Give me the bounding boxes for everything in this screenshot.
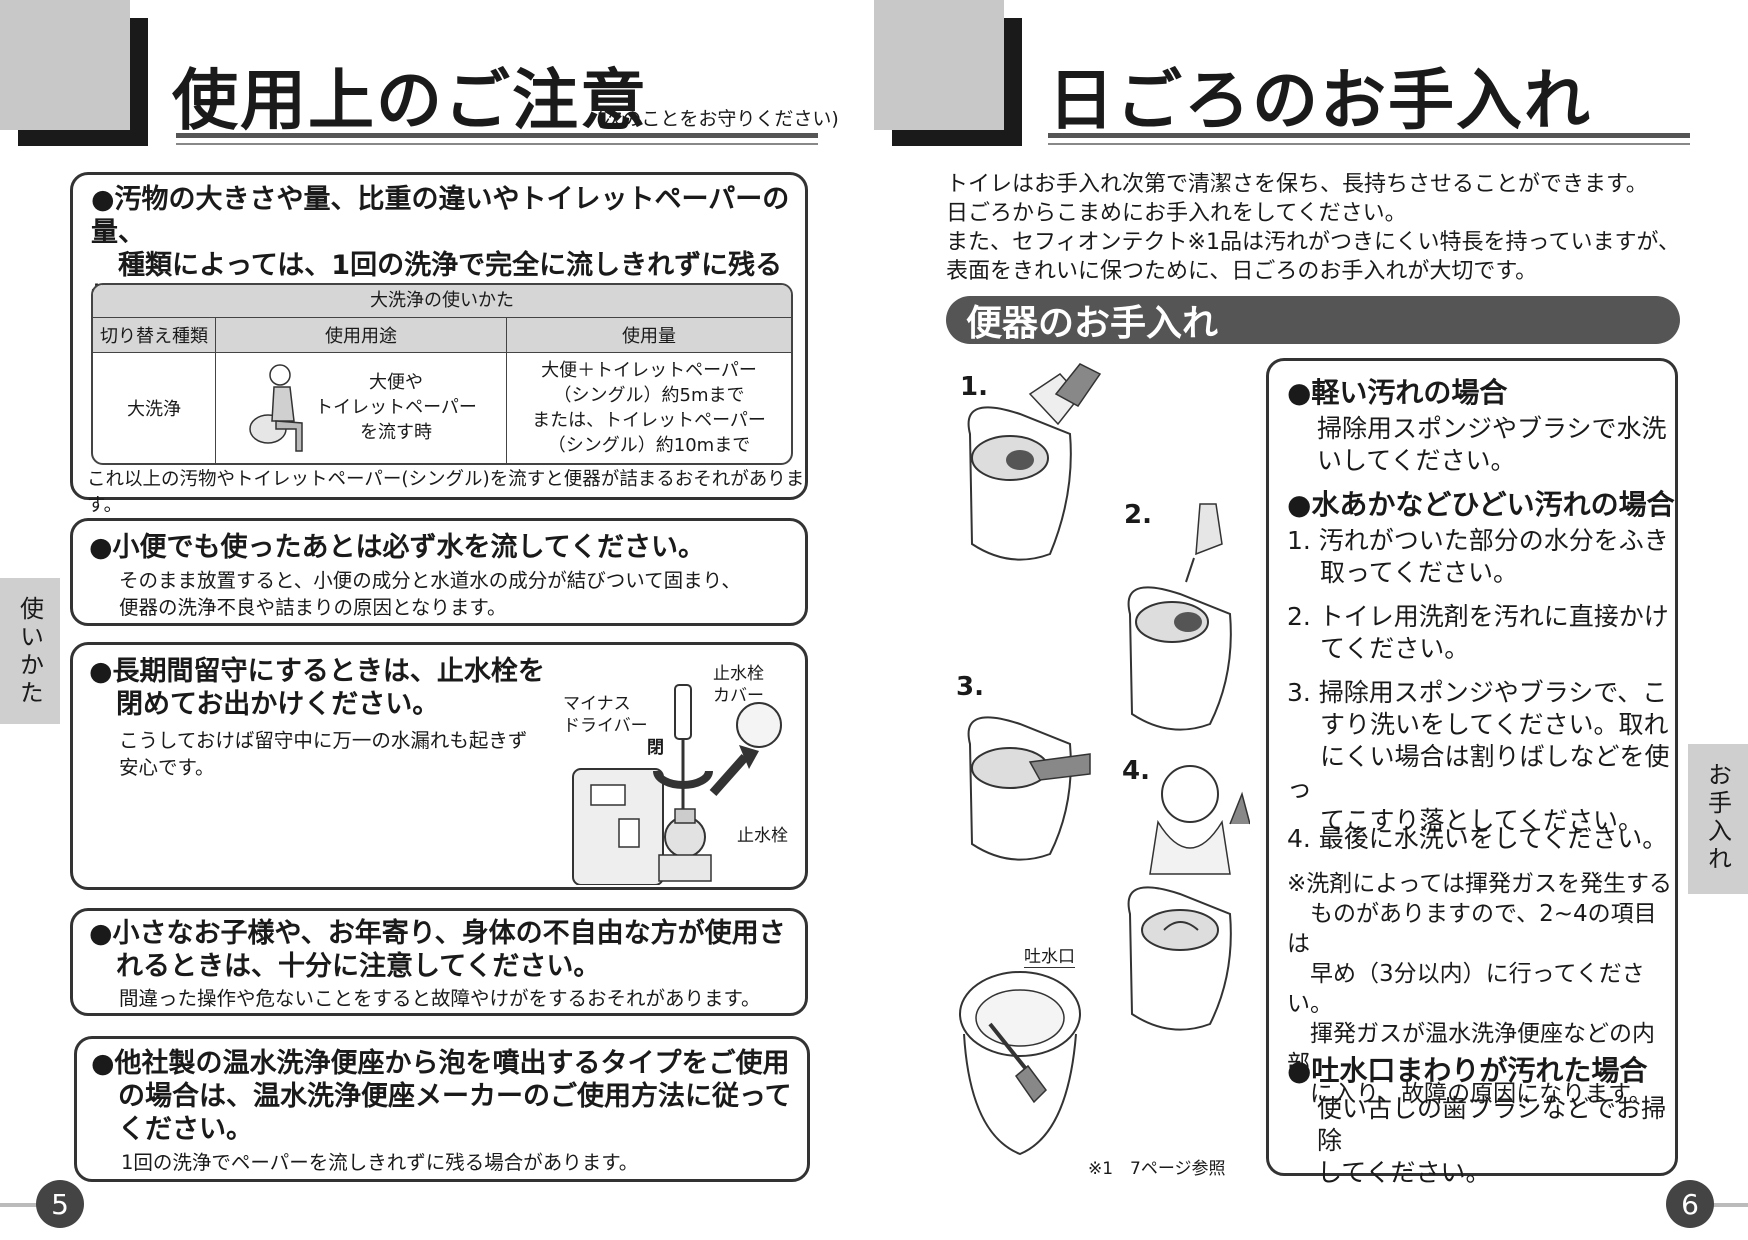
title-rule-left-thin xyxy=(176,143,818,145)
valve-illustration xyxy=(572,684,782,885)
caution-note: ※洗剤によっては揮発ガスを発生する ものがありますので、2~4の項目は 早め（3… xyxy=(1287,871,1672,1107)
step-label-3: 3. xyxy=(956,672,984,702)
caution-box-2: ●小便でも使ったあとは必ず水を流してください。 そのまま放置すると、小便の成分と… xyxy=(70,518,808,626)
page-subtitle-left: (次のことをお守りください) xyxy=(596,108,839,130)
title-rule-right xyxy=(1048,133,1690,138)
cleaning-instructions-box: ●軽い汚れの場合 掃除用スポンジやブラシで水洗 いしてください。 ●水あかなどひ… xyxy=(1266,358,1678,1187)
caution-1-note: これ以上の汚物やトイレットペーパー(シングル)を流すと便器が詰まるおそれがありま… xyxy=(87,469,805,516)
page-line-left xyxy=(0,1203,60,1207)
caution-4-body: 間違った操作や危ないことをすると故障やけがをするおそれがあります。 xyxy=(119,987,761,1010)
heavy-dirt-step-2: 2. トイレ用洗剤を汚れに直接かけ てください。 xyxy=(1287,602,1669,663)
side-tab-right: お手入れ xyxy=(1688,744,1748,894)
footnote: ※1 7ページ参照 xyxy=(1088,1159,1226,1179)
side-tab-right-label: お手入れ xyxy=(1703,762,1732,874)
nozzle-label: 吐水口 xyxy=(1024,942,1075,968)
usage-table: 切り替え種類 使用用途 使用量 大洗浄 大便や トイレットペーパー を流す時 大… xyxy=(93,318,791,463)
left-corner-bar-v xyxy=(130,18,148,146)
step-label-2: 2. xyxy=(1124,500,1152,530)
seated-person-illustration xyxy=(249,364,303,452)
page-number-left: 5 xyxy=(36,1180,84,1228)
usage-col-amount: 使用量 xyxy=(506,318,791,353)
caution-5-heading: ●他社製の温水洗浄便座から泡を噴出するタイプをご使用 の場合は、温水洗浄便座メー… xyxy=(91,1048,792,1145)
caution-box-3: ●長期間留守にするときは、止水栓を 閉めてお出かけください。 こうしておけば留守… xyxy=(70,642,808,890)
label-valve-cover: 止水栓 カバー xyxy=(713,664,764,706)
page-title-left: 使用上のご注意 xyxy=(172,62,648,139)
caution-box-4: ●小さなお子様や、お年寄り、身体の不自由な方が使用さ れるときは、十分に注意して… xyxy=(70,908,808,1016)
page-number-right: 6 xyxy=(1666,1180,1714,1228)
usage-table-caption: 大洗浄の使いかた xyxy=(93,285,791,318)
page-line-right xyxy=(1688,1203,1748,1207)
nozzle-dirt-heading: ●吐水口まわりが汚れた場合 xyxy=(1287,1054,1648,1087)
side-tab-left: 使いかた xyxy=(0,578,60,724)
label-valve: 止水栓 xyxy=(737,826,788,846)
step-label-4: 4. xyxy=(1122,756,1150,786)
caution-4-heading: ●小さなお子様や、お年寄り、身体の不自由な方が使用さ れるときは、十分に注意して… xyxy=(89,918,786,982)
usage-col-usage: 使用用途 xyxy=(215,318,507,353)
caution-3-body: こうしておけば留守中に万一の水漏れも起きず 安心です。 xyxy=(119,729,528,779)
right-corner-bar-h xyxy=(892,130,1022,146)
right-corner-grey xyxy=(874,0,1004,130)
side-tab-left-label: 使いかた xyxy=(15,596,44,708)
usage-cell-usage-text: 大便や トイレットペーパー を流す時 xyxy=(315,372,477,444)
caution-2-heading: ●小便でも使ったあとは必ず水を流してください。 xyxy=(89,532,705,563)
intro-text: トイレはお手入れ次第で清潔さを保ち、長持ちさせることができます。 日ごろからこま… xyxy=(946,172,1681,284)
step-label-1: 1. xyxy=(960,372,988,402)
heavy-dirt-step-3: 3. 掃除用スポンジやブラシで、こ すり洗いをしてください。取れ にくい場合は割… xyxy=(1287,678,1670,835)
caution-3-heading: ●長期間留守にするときは、止水栓を 閉めてお出かけください。 xyxy=(89,656,545,720)
caution-box-1: ●汚物の大きさや量、比重の違いやトイレットペーパーの量、 種類によっては、1回の… xyxy=(70,172,808,516)
usage-cell-amount: 大便＋トイレットペーパー （シングル）約5mまで または、トイレットペーパー （… xyxy=(506,352,791,463)
label-driver: マイナス ドライバー xyxy=(563,694,648,736)
nozzle-dirt-body: 使い古しの歯ブラシなどでお掃除 してください。 xyxy=(1317,1094,1667,1187)
right-corner-bar-v xyxy=(1004,18,1022,146)
usage-cell-usage: 大便や トイレットペーパー を流す時 xyxy=(215,352,507,463)
light-dirt-heading: ●軽い汚れの場合 xyxy=(1287,376,1508,409)
label-close: 閉 xyxy=(647,738,664,758)
cleaning-illustrations xyxy=(959,363,1250,1156)
section-title-bar: 便器のお手入れ xyxy=(946,296,1680,344)
heavy-dirt-heading: ●水あかなどひどい汚れの場合 xyxy=(1287,488,1675,521)
heavy-dirt-step-1: 1. 汚れがついた部分の水分をふき 取ってください。 xyxy=(1287,526,1669,587)
title-rule-right-thin xyxy=(1048,143,1690,145)
left-corner-grey xyxy=(0,0,130,130)
left-corner-bar-h xyxy=(18,130,148,146)
heavy-dirt-step-4: 4. 最後に水洗いをしてください。 xyxy=(1287,824,1668,853)
page-title-right: 日ごろのお手入れ xyxy=(1048,62,1592,139)
caution-box-5: ●他社製の温水洗浄便座から泡を噴出するタイプをご使用 の場合は、温水洗浄便座メー… xyxy=(74,1036,810,1182)
caution-2-body: そのまま放置すると、小便の成分と水道水の成分が結びついて固まり、 便器の洗浄不良… xyxy=(119,569,741,619)
usage-col-type: 切り替え種類 xyxy=(93,318,216,353)
usage-cell-type: 大洗浄 xyxy=(93,352,216,463)
usage-table-wrap: 大洗浄の使いかた 切り替え種類 使用用途 使用量 大洗浄 大便や トイレットペー… xyxy=(91,283,793,465)
caution-5-body: 1回の洗浄でペーパーを流しきれずに残る場合があります。 xyxy=(121,1151,639,1174)
title-rule-left xyxy=(176,133,818,138)
light-dirt-body: 掃除用スポンジやブラシで水洗 いしてください。 xyxy=(1317,414,1667,475)
